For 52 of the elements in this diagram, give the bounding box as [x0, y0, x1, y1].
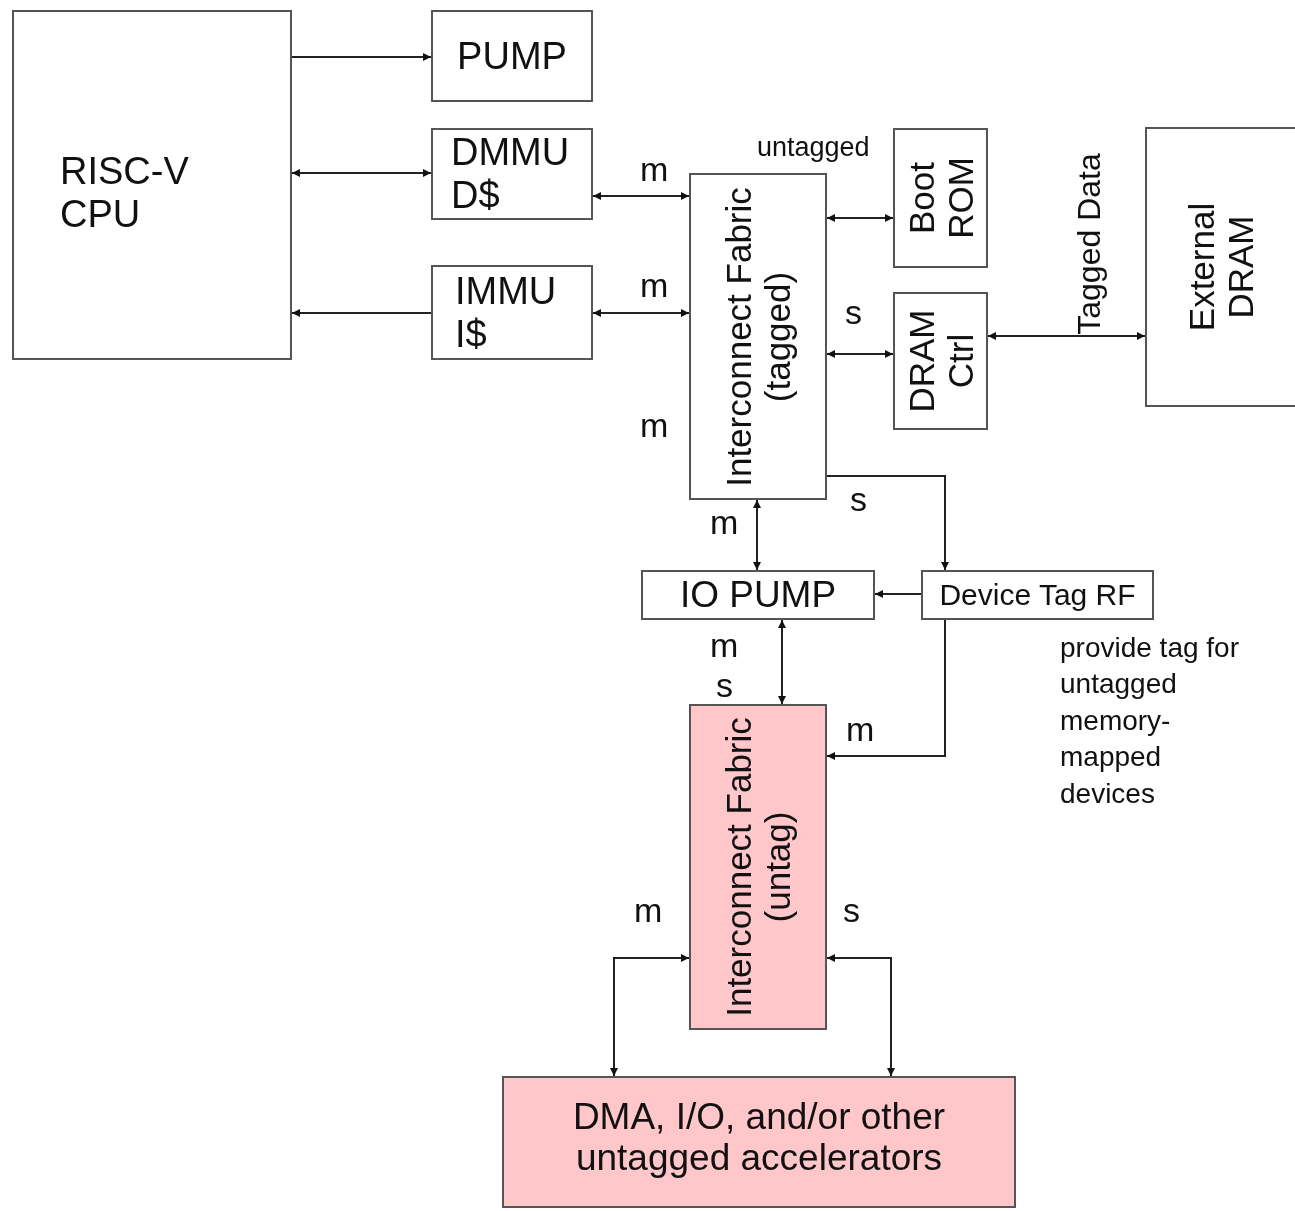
vertical-block-box	[689, 704, 827, 1030]
arrow	[592, 309, 690, 317]
block-label: Interconnect Fabric (untag)	[718, 717, 798, 1017]
arrow	[826, 619, 946, 760]
vertical-block-box	[689, 173, 827, 500]
arrow	[291, 169, 432, 177]
arrow	[291, 53, 432, 61]
port-label: m	[634, 893, 663, 927]
block-box	[431, 128, 593, 220]
block-label: IMMU I$	[455, 269, 558, 356]
block-label: RISC-V CPU	[60, 150, 190, 236]
arrow	[826, 350, 894, 358]
arrow	[610, 954, 690, 1077]
annotation-text: untagged	[757, 131, 870, 164]
block-label: IO PUMP	[679, 574, 837, 616]
arrow	[753, 499, 761, 571]
arrow	[291, 309, 432, 317]
arrow	[987, 332, 1146, 340]
block-box	[431, 10, 593, 102]
block-box	[921, 570, 1154, 620]
block-label: Boot ROM	[901, 156, 980, 241]
arrow	[778, 619, 786, 705]
block-box	[502, 1076, 1016, 1208]
block-label: Device Tag RF	[939, 578, 1136, 612]
vertical-block-box	[1145, 127, 1295, 407]
arrow	[874, 590, 922, 598]
port-label: m	[640, 268, 669, 302]
port-label: s	[850, 482, 867, 516]
port-label: s	[843, 893, 860, 927]
port-label: s	[716, 668, 733, 702]
port-label: m	[710, 505, 739, 539]
block-box	[12, 10, 292, 360]
block-label: Interconnect Fabric (tagged)	[718, 186, 798, 487]
block-label: PUMP	[457, 34, 567, 78]
block-label: DRAM Ctrl	[901, 308, 980, 415]
port-label: s	[845, 295, 862, 329]
arrow	[592, 192, 690, 200]
arrow	[826, 954, 895, 1077]
port-label: m	[640, 152, 669, 186]
block-box	[641, 570, 875, 620]
block-label: External DRAM	[1181, 201, 1261, 334]
port-label: m	[846, 712, 875, 746]
vertical-block-box	[893, 128, 988, 268]
port-label: m	[710, 628, 739, 662]
arrow	[826, 214, 894, 222]
block-box	[431, 265, 593, 360]
block-label: DMA, I/O, and/or other untagged accelerators	[571, 1096, 947, 1179]
annotation-text: provide tag for untagged memory-mapped devices	[1060, 631, 1240, 811]
port-label: m	[640, 408, 669, 442]
arrow	[826, 475, 949, 571]
vertical-block-box	[893, 292, 988, 430]
block-label: DMMU D$	[451, 131, 571, 217]
